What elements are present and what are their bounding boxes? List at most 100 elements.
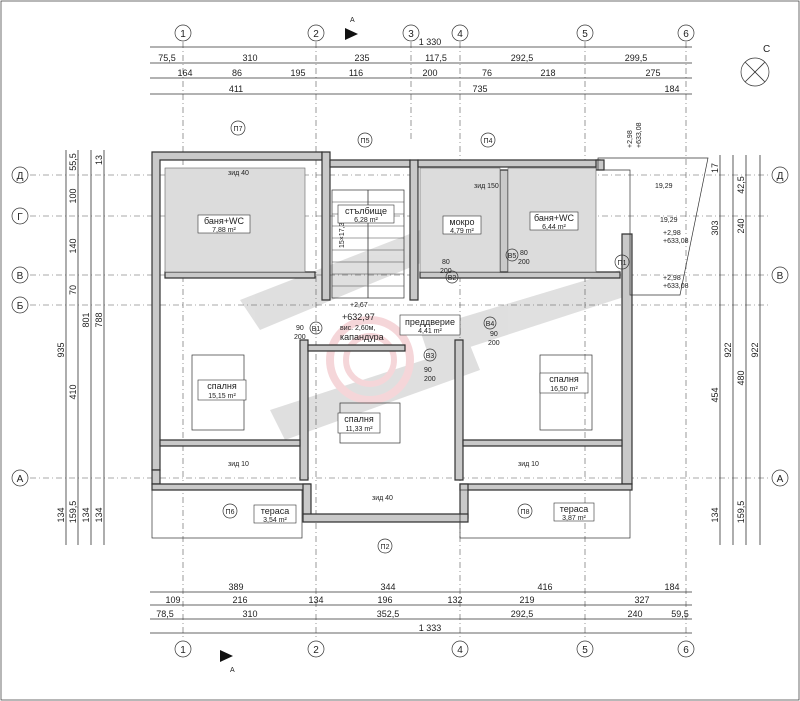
left-dimensions: 55,5 100 140 70 410 159,5 935 134 801 13… [56,150,105,545]
axis-label-4: 4 [457,29,463,40]
svg-text:86: 86 [232,68,242,78]
svg-text:А: А [17,474,24,485]
svg-text:416: 416 [537,582,552,592]
dim-total-top: 1 330 [419,37,442,47]
stair-note: 15×17,3×28 [339,211,346,248]
svg-text:5: 5 [582,645,588,656]
level-c: +2,98 [663,275,681,282]
svg-text:75,5: 75,5 [158,53,176,63]
svg-text:1: 1 [180,645,186,656]
svg-text:А: А [350,17,355,24]
height-note: вис. 2,60м, [340,325,375,332]
slope-e: 19,29 [660,217,678,224]
room-name-terrace-1: тераса [261,506,290,516]
room-name-stairs: стълбище [345,206,387,216]
section-mark-bottom: А [220,650,235,674]
svg-text:801: 801 [81,312,91,327]
svg-text:303: 303 [710,220,720,235]
watermark-logo [240,230,630,440]
door-V3: В3 [426,353,435,360]
room-labels: баня+WC 7,88 m² стълбище 6,28 m² мокро 4… [197,204,595,524]
wall-note-150: зид 150 [474,183,499,190]
svg-text:76: 76 [482,68,492,78]
svg-text:134: 134 [94,507,104,522]
right-dimensions: 17 303 454 134 42,5 240 480 159,5 922 92… [710,155,761,545]
level-a2: +633,08 [636,122,643,148]
opening-P6: П6 [226,509,235,516]
annotations: зид 40 зид 40 зид 150 зид 10 зид 10 +2,6… [228,122,689,502]
svg-text:4: 4 [457,645,463,656]
svg-text:В: В [17,271,24,282]
room-area-bedroom-1: 15,15 m² [208,393,236,400]
svg-text:292,5: 292,5 [511,609,534,619]
svg-text:200: 200 [518,259,530,266]
svg-text:195: 195 [290,68,305,78]
opening-P4: П4 [484,138,493,145]
door-V5: В5 [508,253,517,260]
svg-text:55,5: 55,5 [68,153,78,171]
svg-text:59,5: 59,5 [671,609,689,619]
opening-marks: П7 П5 П4 П1 П6 П8 П2 [222,120,630,554]
svg-text:117,5: 117,5 [425,53,447,63]
room-area-bedroom-3: 16,50 m² [550,386,578,393]
svg-text:А: А [230,667,235,674]
svg-text:78,5: 78,5 [156,609,174,619]
room-name-laundry: мокро [449,217,474,227]
svg-text:299,5: 299,5 [625,53,648,63]
svg-text:Д: Д [17,171,24,182]
svg-text:6: 6 [683,645,689,656]
svg-text:240: 240 [736,218,746,233]
room-area-bathroom-2: 6,44 m² [542,224,566,231]
opening-P5: П5 [361,138,370,145]
svg-text:2: 2 [313,645,319,656]
hood-note: капандура [340,332,384,342]
door-marks: В1 В2 В3 В4 В5 [309,248,519,362]
svg-text:159,5: 159,5 [736,501,746,524]
opening-P1: П1 [618,260,627,267]
svg-text:184: 184 [664,582,679,592]
balcony-roof-outline [597,157,709,296]
svg-text:109: 109 [165,595,180,605]
svg-text:Д: Д [777,171,784,182]
bottom-axis-bubbles: 1 2 4 5 6 [174,640,695,658]
axis-grid [30,42,770,640]
svg-text:389: 389 [228,582,243,592]
svg-text:352,5: 352,5 [377,609,400,619]
terrace-right [459,489,631,539]
room-name-bedroom-1: спалня [207,381,237,391]
svg-text:184: 184 [664,84,679,94]
axis-label-1: 1 [180,29,186,40]
svg-text:219: 219 [519,595,534,605]
svg-text:90: 90 [296,325,304,332]
svg-text:90: 90 [424,367,432,374]
section-mark-top: А [345,17,358,40]
svg-text:134: 134 [56,507,66,522]
level-b: +2,98 [663,230,681,237]
svg-text:116: 116 [349,68,363,78]
top-axis-bubbles: 1 2 3 4 5 6 [174,24,695,42]
svg-text:132: 132 [447,595,462,605]
svg-text:А: А [777,474,784,485]
north-compass-icon: С [740,44,770,87]
svg-text:275: 275 [645,68,660,78]
svg-text:140: 140 [68,238,78,253]
svg-text:Г: Г [17,212,23,223]
room-name-bathroom-2: баня+WC [534,213,575,223]
svg-text:788: 788 [94,312,104,327]
room-area-terrace-1: 3,54 m² [263,517,287,524]
svg-text:164: 164 [177,68,192,78]
svg-text:200: 200 [422,68,437,78]
room-name-hall: преддверие [405,317,455,327]
level-top: +2,67 [350,302,368,309]
opening-P7: П7 [234,126,243,133]
north-label: С [763,44,770,55]
room-name-bedroom-3: спалня [549,374,579,384]
svg-text:200: 200 [424,376,436,383]
svg-text:196: 196 [377,595,392,605]
svg-text:218: 218 [540,68,555,78]
svg-text:В: В [777,271,784,282]
terrace-left [151,489,303,539]
wall-note-10a: зид 10 [228,461,249,468]
opening-P2: П2 [381,544,390,551]
